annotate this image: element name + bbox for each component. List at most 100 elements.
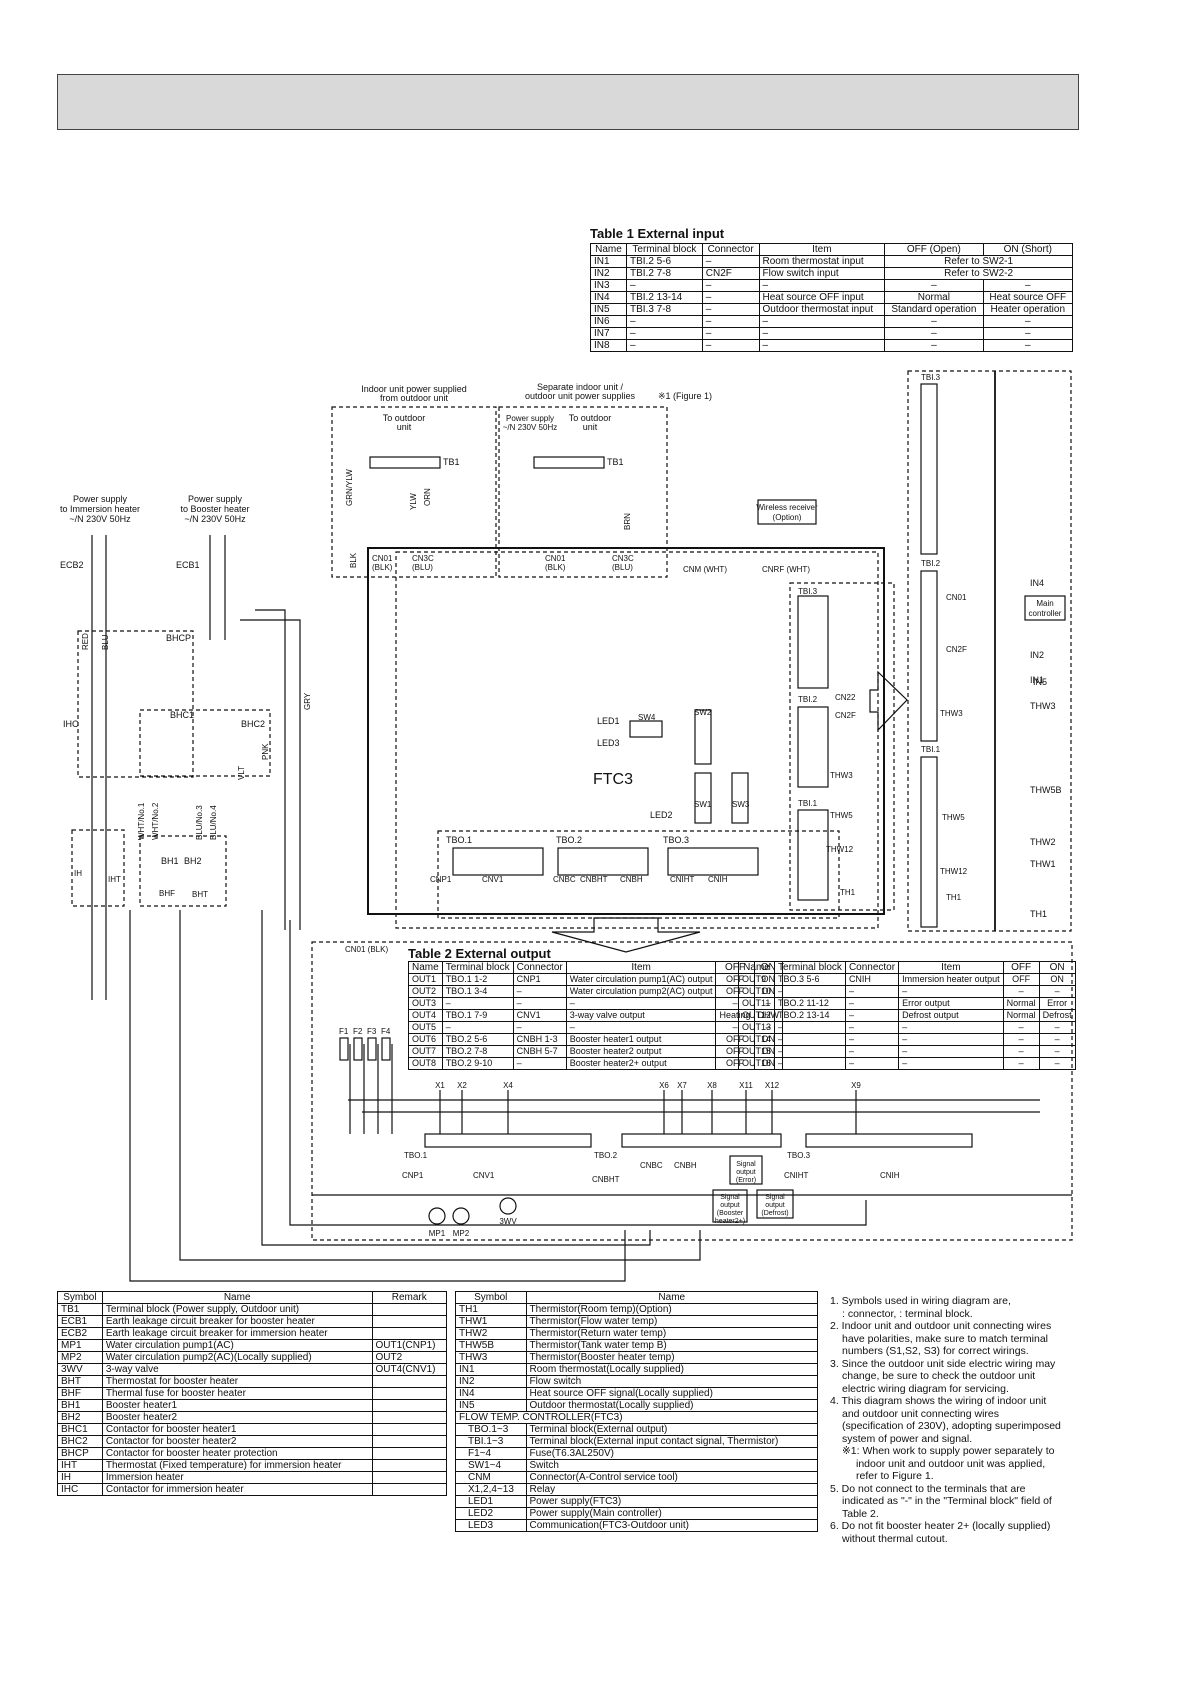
label-mp2: MP2 [453,1229,470,1238]
table-cell: ECB2 [57,1327,103,1340]
table-cell: – [1002,1045,1040,1058]
table-cell: IN5 [590,303,627,316]
table-cell: – [565,1021,717,1034]
group-label: FLOW TEMP. CONTROLLER(FTC3) [455,1411,818,1424]
table-cell: – [1038,985,1076,998]
relay-label: X2 [457,1081,467,1090]
table-cell: OUT4(CNV1) [371,1363,447,1376]
table-cell: Outdoor thermostat(Locally supplied) [525,1399,818,1412]
wire-color-label: PNK [261,743,270,760]
column-header: ON (Short) [982,243,1074,256]
table-cell: Power supply(FTC3) [525,1495,818,1508]
label-thw3: THW3 [830,771,853,780]
notes-list: 1. Symbols used in wiring diagram are,: … [830,1295,1075,1545]
table-cell: – [701,339,760,352]
table-cell: – [625,279,703,292]
table-cell: THW3 [455,1351,527,1364]
table-cell: Heater operation [982,303,1074,316]
note-line: 5. Do not connect to the terminals that … [830,1482,1026,1495]
table-cell: Refer to SW2-2 [884,267,1073,280]
table-cell: Relay [525,1483,818,1496]
table-cell: TBI.2 5-6 [625,255,703,268]
table-cell: SW1~4 [455,1459,527,1472]
table-cell: OUT14 [737,1033,776,1046]
label-sig_bh_c: (Booster [717,1210,744,1217]
label-f3: F3 [367,1027,377,1036]
table-cell: – [844,1021,900,1034]
label-to_outdoor_a: To outdoor [569,413,612,423]
table-cell: Defrost [1038,1009,1076,1022]
label-ecb2: ECB2 [60,560,84,570]
label-led1: LED1 [597,716,620,726]
label-sig_err_b: output [736,1169,756,1176]
label-sw4: SW4 [638,713,656,722]
table-row: OUT3––––– [408,997,784,1010]
table-cell: IN3 [590,279,627,292]
table-cell [371,1483,447,1496]
table-row: OUT13––––– [737,1021,1076,1034]
table-cell: TBO.3 5-6 [774,973,846,986]
label-f2: F2 [353,1027,363,1036]
table-cell: OUT1 [408,973,443,986]
label-cniht: CNIHT [670,875,695,884]
label-sig_err_a: Signal [720,1194,740,1201]
column-header: Connector [701,243,760,256]
note-line: 1. Symbols used in wiring diagram are, [830,1295,1011,1307]
table-cell: IHT [57,1459,103,1472]
label-cniht: CNIHT [784,1171,809,1180]
label-bhf: BHF [159,889,175,898]
label-cnbc: CNBC [553,875,576,884]
column-header: Name [101,1291,373,1304]
table-cell: – [441,997,514,1010]
table-cell: Room thermostat input [758,255,886,268]
label-thw5b: THW5B [1030,785,1062,795]
wire-color-label: RED [81,633,90,650]
table-cell: BHCP [57,1447,103,1460]
table-cell: Connector(A-Control service tool) [525,1471,818,1484]
table-cell: Error output [898,997,1004,1010]
table-cell: – [512,1057,567,1070]
table-cell: Terminal block(External output) [525,1423,818,1436]
table-cell: CNBH 5-7 [512,1045,567,1058]
label-thw1: THW1 [1030,859,1056,869]
table-cell: – [844,1009,900,1022]
table-cell: Booster heater2+ output [565,1057,717,1070]
relay-label: X4 [503,1081,513,1090]
label-ih: IH [74,869,82,878]
table-cell: IN2 [590,267,627,280]
table-cell: LED1 [455,1495,527,1508]
table-cell: – [1038,1057,1076,1070]
note-line: 4. This diagram shows the wiring of indo… [830,1395,1047,1407]
label-cn01_blk: (BLK) [545,563,566,572]
label-sw3: SW3 [732,800,750,809]
table-cell: – [982,327,1074,340]
relay-label: X8 [707,1081,717,1090]
table-cell: – [625,315,703,328]
note-line: change, be sure to check the outdoor uni… [842,1370,1036,1382]
table-cell: – [982,315,1074,328]
table-cell: Water circulation pump1(AC) [101,1339,373,1352]
label-tbo3: TBO.3 [663,835,689,845]
column-header: Name [525,1291,818,1304]
table-cell [371,1447,447,1460]
table-cell: TBO.2 9-10 [441,1057,514,1070]
label-to_outdoor_b: unit [583,422,598,432]
label-sig_err_a: Signal [765,1194,785,1201]
relay-label: X6 [659,1081,669,1090]
table-cell: X1,2,4~13 [455,1483,527,1496]
label-wv3: 3WV [499,1217,517,1226]
table-cell: MP2 [57,1351,103,1364]
label-tbo1: TBO.1 [404,1151,428,1160]
table-row: OUT16––––– [737,1057,1076,1070]
table-cell: IN1 [455,1363,527,1376]
